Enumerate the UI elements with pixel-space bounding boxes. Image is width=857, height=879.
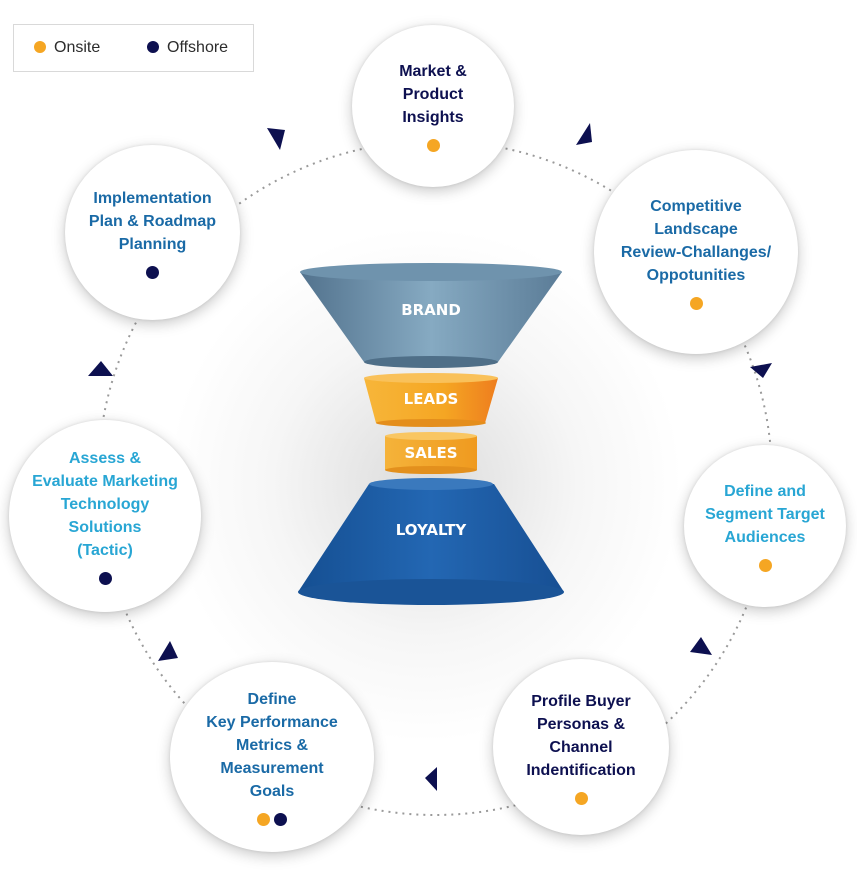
arrow-icon — [425, 767, 437, 791]
offshore-dot-icon — [98, 572, 112, 585]
step-label: Competitive Landscape Review-Challanges/… — [620, 197, 772, 284]
step-label: Assess & Evaluate Marketing Technology S… — [32, 450, 178, 559]
step-markers — [425, 139, 442, 152]
legend-offshore-label: Offshore — [167, 39, 229, 56]
step-market-product-insights: Market & Product Insights — [352, 25, 514, 187]
offshore-dot-icon — [147, 41, 159, 53]
step-competitive-landscape: Competitive Landscape Review-Challanges/… — [594, 150, 798, 354]
onsite-dot-icon — [257, 813, 270, 826]
arrow-icon — [267, 128, 285, 150]
funnel-loyalty: LOYALTY — [298, 478, 564, 605]
onsite-dot-icon — [34, 41, 46, 53]
step-markers — [757, 559, 774, 572]
step-markers — [255, 813, 289, 826]
offshore-dot-icon — [274, 813, 287, 826]
funnel-leads-label: LEADS — [404, 390, 459, 408]
step-define-kpi-goals: Define Key Performance Metrics & Measure… — [170, 662, 374, 852]
legend: Onsite Offshore — [13, 24, 254, 72]
arrow-icon — [750, 363, 772, 378]
funnel-sales-label: SALES — [404, 444, 457, 462]
step-label: Profile Buyer Personas & Channel Indenti… — [526, 692, 636, 779]
offshore-dot-icon — [146, 265, 159, 279]
onsite-dot-icon — [426, 139, 440, 152]
funnel-brand-label: BRAND — [401, 301, 461, 319]
arrow-icon — [158, 641, 178, 661]
step-markers — [688, 296, 705, 310]
step-profile-buyer-personas: Profile Buyer Personas & Channel Indenti… — [493, 659, 669, 835]
step-define-segment-audiences: Define and Segment Target Audiences — [684, 445, 846, 607]
step-assess-marketing-technology: Assess & Evaluate Marketing Technology S… — [9, 420, 201, 612]
funnel-sales: SALES — [385, 432, 477, 474]
step-label: Define Key Performance Metrics & Measure… — [206, 691, 338, 800]
step-markers — [573, 791, 590, 805]
step-label: Market & Product Insights — [399, 63, 467, 126]
funnel-leads: LEADS — [364, 373, 498, 427]
arrow-icon — [690, 637, 712, 655]
legend-offshore: Offshore — [147, 39, 228, 57]
legend-onsite: Onsite — [34, 39, 100, 57]
step-markers — [97, 572, 114, 585]
onsite-dot-icon — [758, 559, 772, 572]
funnel-brand: BRAND — [300, 263, 562, 368]
step-label: Define and Segment Target Audiences — [705, 483, 825, 546]
step-markers — [144, 265, 161, 279]
arrow-icon — [576, 123, 592, 145]
onsite-dot-icon — [689, 296, 703, 310]
step-implementation-plan: Implementation Plan & Roadmap Planning — [65, 145, 240, 320]
funnel-loyalty-label: LOYALTY — [396, 521, 468, 539]
arrow-icon — [88, 361, 113, 376]
onsite-dot-icon — [574, 791, 588, 805]
legend-onsite-label: Onsite — [54, 39, 101, 56]
step-label: Implementation Plan & Roadmap Planning — [88, 189, 217, 253]
